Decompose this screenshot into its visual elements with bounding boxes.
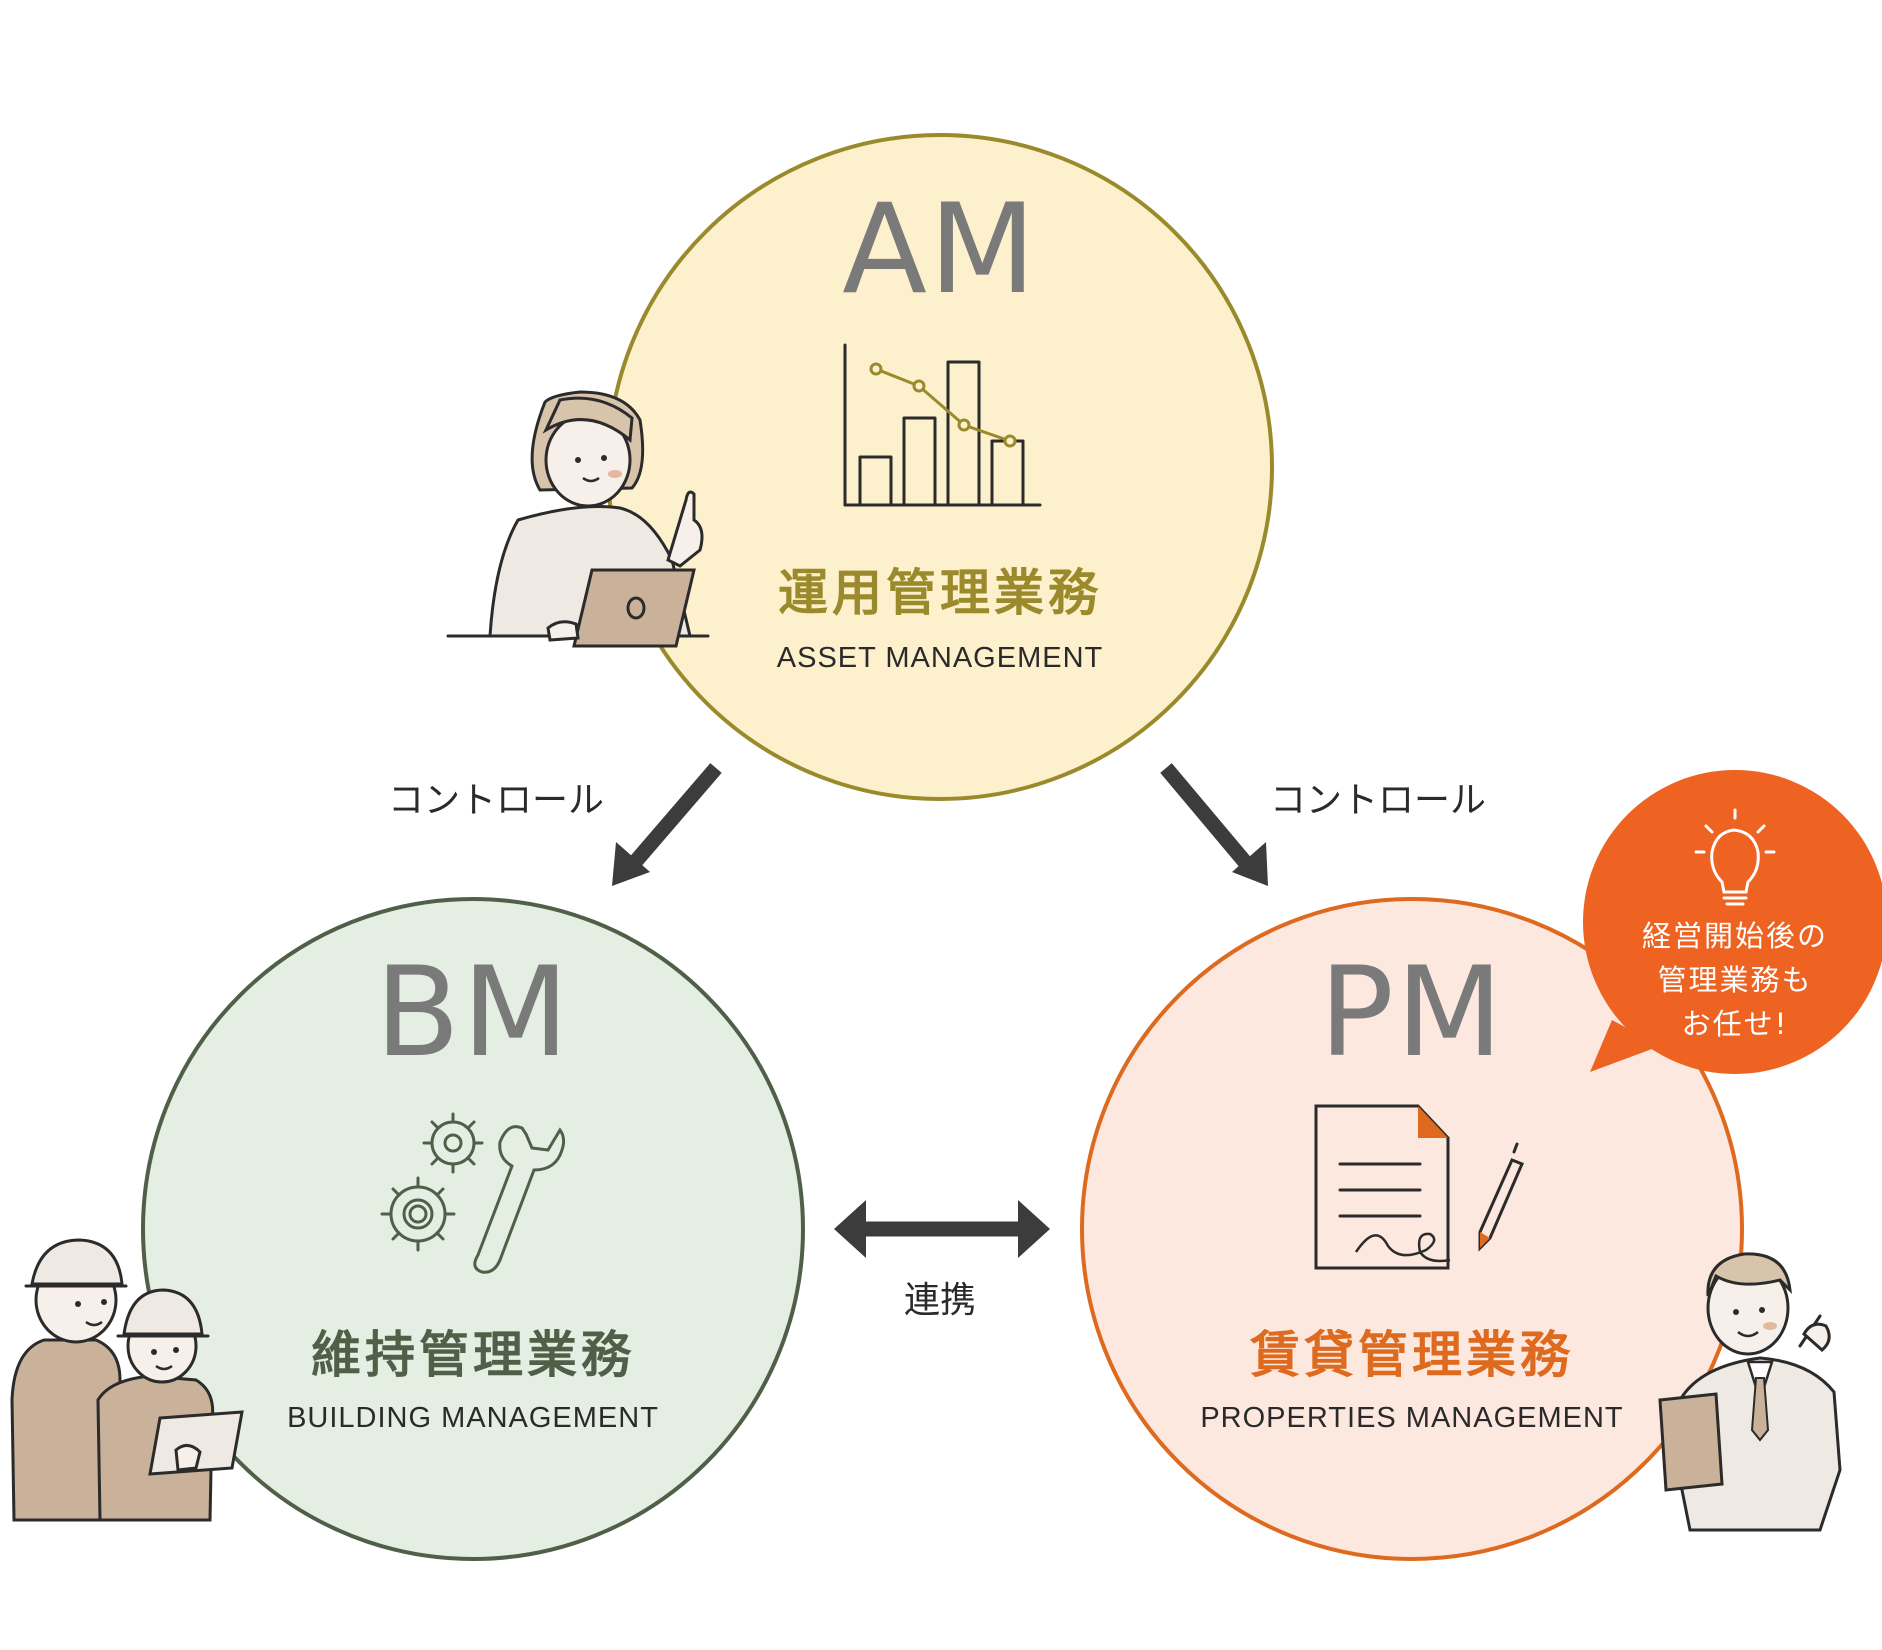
bm-node: BM	[141, 897, 805, 1561]
relation-label-bm-pm: 連携	[904, 1280, 976, 1321]
bm-circle	[141, 897, 805, 1561]
pm-abbr: PM	[1319, 941, 1505, 1085]
woman-laptop-illustration	[446, 390, 710, 648]
lightbulb-icon	[1694, 808, 1776, 906]
bar-chart-icon	[843, 343, 1042, 507]
pm-node: PM 賃貸管理業務 PROPERTIES MANAGEMENT	[1080, 897, 1744, 1561]
callout-line-3: お任せ!	[1682, 1007, 1789, 1041]
arrow-am-to-pm	[1160, 763, 1268, 886]
arrow-bm-pm-bidirectional	[834, 1200, 1050, 1258]
callout-line-2: 管理業務も	[1657, 963, 1812, 997]
arrow-am-to-bm	[612, 763, 722, 886]
pm-title-ja: 賃貸管理業務	[1249, 1326, 1574, 1384]
bm-abbr: BM	[375, 941, 571, 1085]
callout-line-1: 経営開始後の	[1642, 919, 1828, 953]
businessman-illustration	[1658, 1252, 1842, 1532]
callout-bubble: 経営開始後の 管理業務も お任せ!	[1583, 770, 1882, 1074]
am-subtitle-en: ASSET MANAGEMENT	[777, 642, 1103, 674]
workers-illustration	[10, 1238, 244, 1522]
bm-subtitle-en: BUILDING MANAGEMENT	[287, 1402, 659, 1434]
bm-title-ja: 維持管理業務	[311, 1326, 635, 1384]
pm-subtitle-en: PROPERTIES MANAGEMENT	[1200, 1402, 1623, 1434]
contract-pen-icon	[1314, 1104, 1524, 1270]
trend-line	[875, 367, 1011, 443]
relation-label-am-bm: コントロール	[388, 780, 604, 821]
am-node: AM 運用管理業務 ASSET MANAGEMENT	[606, 133, 1274, 801]
am-title-ja: 運用管理業務	[778, 564, 1102, 622]
am-abbr: AM	[842, 178, 1038, 322]
relation-label-am-pm: コントロール	[1270, 780, 1486, 821]
gears-wrench-icon	[380, 1112, 566, 1274]
